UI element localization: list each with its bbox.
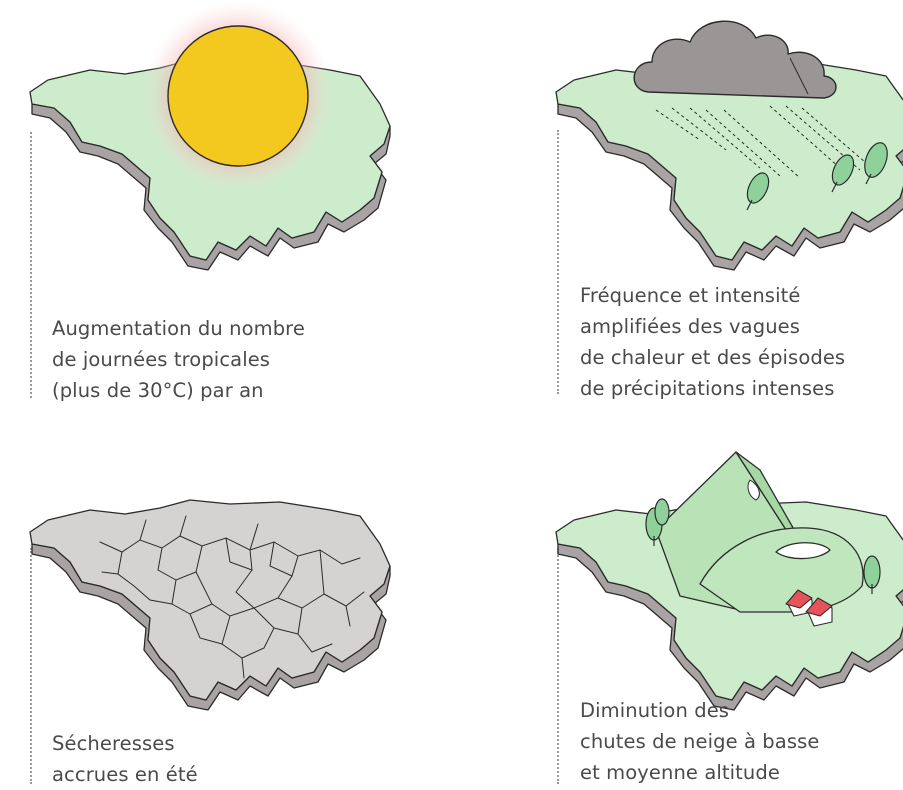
dotted-guide-4 xyxy=(557,548,559,784)
caption-droughts: Sécheresses accrues en été xyxy=(52,728,198,790)
caption-heatwaves-rain: Fréquence et intensité amplifiées des va… xyxy=(580,280,845,404)
caption-line: amplifiées des vagues xyxy=(580,315,801,338)
rain-cloud-icon xyxy=(633,20,837,99)
house-icons xyxy=(785,589,833,627)
cracked-ground-icon xyxy=(29,499,391,711)
caption-line: Augmentation du nombre xyxy=(52,317,305,340)
caption-line: (plus de 30°C) par an xyxy=(52,379,264,402)
caption-line: de chaleur et des épisodes xyxy=(580,346,846,369)
caption-line: de journées tropicales xyxy=(52,348,271,371)
trees xyxy=(746,142,888,211)
mountain-icon xyxy=(655,451,864,613)
caption-tropical-days: Augmentation du nombre de journées tropi… xyxy=(52,313,305,406)
caption-line: et moyenne altitude xyxy=(580,761,780,784)
caption-line: accrues en été xyxy=(52,763,198,786)
dotted-guide-2 xyxy=(557,130,559,394)
dotted-guide-3 xyxy=(30,548,32,784)
tree-icons xyxy=(645,498,881,594)
caption-line: Fréquence et intensité xyxy=(580,284,801,307)
caption-line: Diminution des xyxy=(580,699,730,722)
sun-icon xyxy=(142,0,334,192)
dotted-guide-1 xyxy=(30,132,32,398)
caption-line: de précipitations intenses xyxy=(580,377,835,400)
caption-line: chutes de neige à basse xyxy=(580,730,820,753)
caption-line: Sécheresses xyxy=(52,732,175,755)
rain-lines xyxy=(655,105,873,179)
caption-snowfall: Diminution des chutes de neige à basse e… xyxy=(580,695,819,788)
